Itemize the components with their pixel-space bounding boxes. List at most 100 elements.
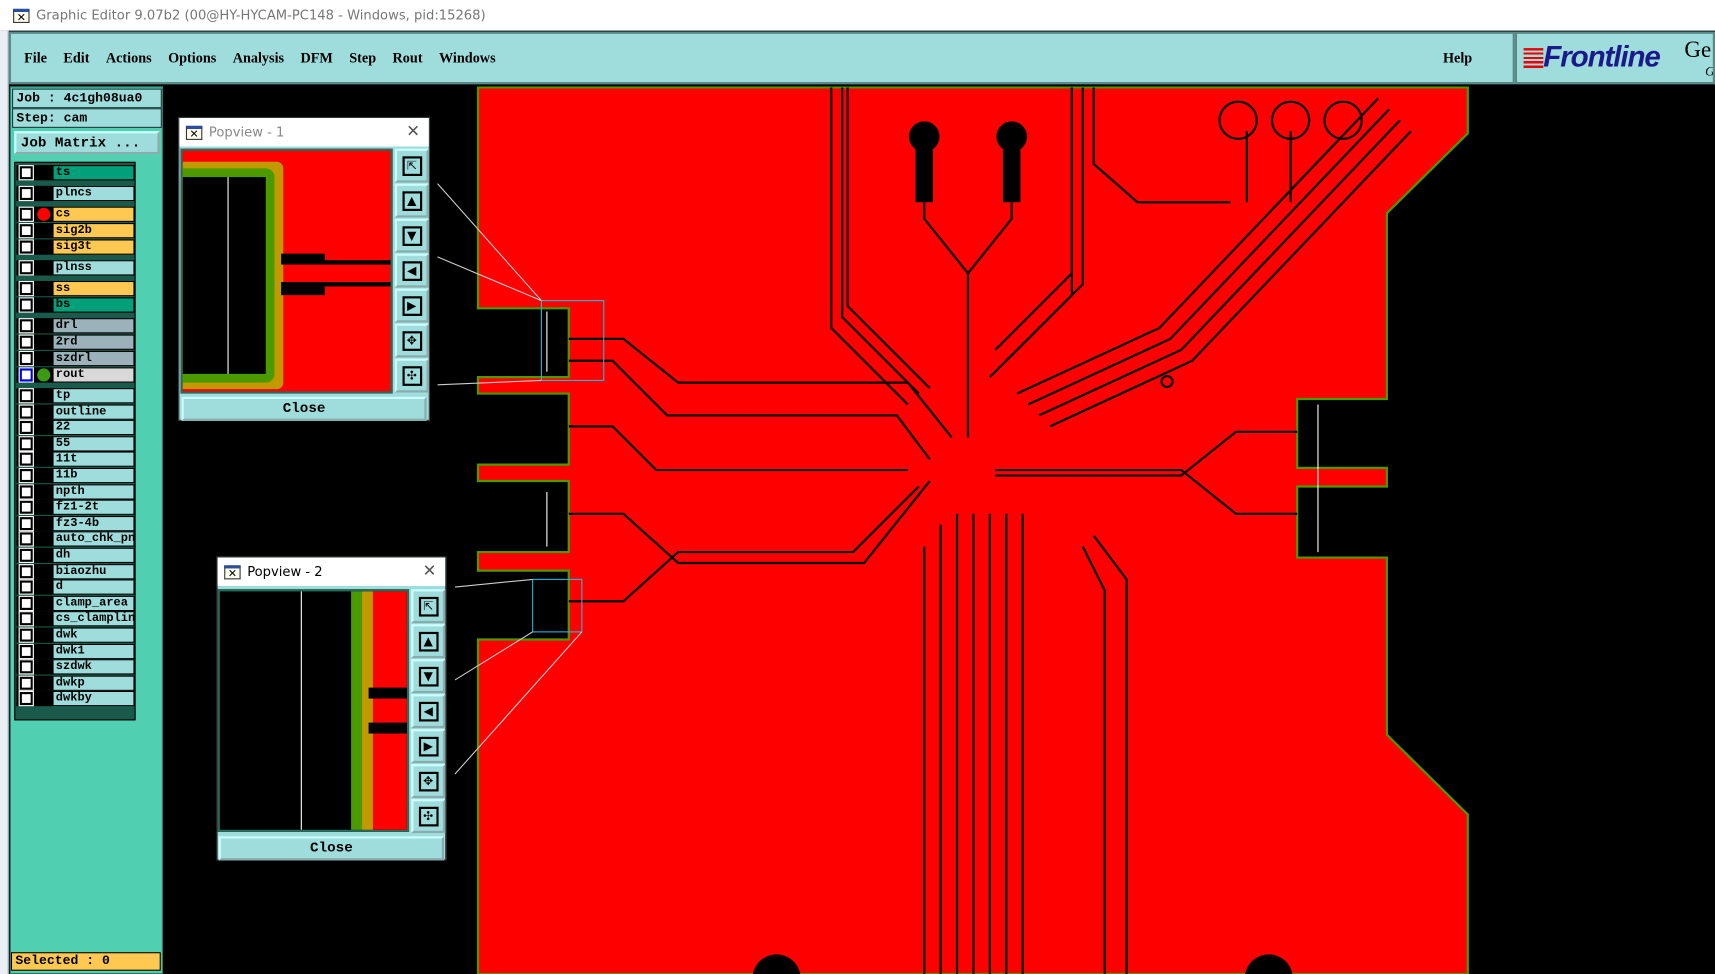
layer-row-22[interactable]: 22 <box>16 419 135 436</box>
layer-row-d[interactable]: d <box>16 579 135 595</box>
layer-checkbox[interactable] <box>18 627 34 643</box>
layer-name[interactable]: 11b <box>52 467 135 484</box>
layer-name[interactable]: plnss <box>52 260 135 276</box>
layer-checkbox[interactable] <box>18 165 34 181</box>
layer-checkbox[interactable] <box>18 531 34 548</box>
layer-row-fz1-2t[interactable]: fz1-2t <box>16 499 135 516</box>
layer-row-biaozhu[interactable]: biaozhu <box>16 563 135 579</box>
layer-checkbox[interactable] <box>18 515 34 532</box>
layer-name[interactable]: sig3t <box>52 239 135 255</box>
layer-row-auto_chk_pnl[interactable]: auto_chk_pnl <box>16 531 135 548</box>
pan-down-button[interactable]: ▼ <box>411 659 446 694</box>
layer-name[interactable]: tp <box>52 388 135 404</box>
layer-checkbox[interactable] <box>18 595 34 611</box>
layer-checkbox[interactable] <box>18 563 34 579</box>
zoom-in-button[interactable]: ✥ <box>411 764 446 799</box>
layer-checkbox[interactable] <box>18 318 34 334</box>
layer-checkbox[interactable] <box>18 467 34 484</box>
layer-name[interactable]: npth <box>52 483 135 500</box>
layer-checkbox[interactable] <box>18 350 34 367</box>
layer-checkbox[interactable] <box>18 206 34 222</box>
layer-checkbox[interactable] <box>18 435 34 452</box>
layer-row-bs[interactable]: bs <box>16 297 135 313</box>
pan-right-button[interactable]: ▶ <box>394 288 429 323</box>
layer-row-dwk[interactable]: dwk <box>16 627 135 643</box>
layer-row-szdwk[interactable]: szdwk <box>16 659 135 675</box>
layer-name[interactable]: dwk1 <box>52 643 135 659</box>
layer-row-plncs[interactable]: plncs <box>16 185 135 202</box>
layer-checkbox[interactable] <box>18 404 34 420</box>
layer-name[interactable]: dh <box>52 547 135 563</box>
layer-row-ts[interactable]: ts <box>16 165 135 181</box>
layer-row-ss[interactable]: ss <box>16 280 135 297</box>
pan-left-button[interactable]: ◀ <box>394 253 429 288</box>
menu-rout[interactable]: Rout <box>392 49 423 66</box>
layer-checkbox[interactable] <box>18 419 34 436</box>
layer-row-npth[interactable]: npth <box>16 483 135 500</box>
layer-name[interactable]: dwk <box>52 627 135 643</box>
layer-row-plnss[interactable]: plnss <box>16 260 135 276</box>
layer-checkbox[interactable] <box>18 547 34 563</box>
zoom-out-button[interactable]: ✣ <box>411 799 446 834</box>
layer-checkbox[interactable] <box>18 239 34 255</box>
menu-step[interactable]: Step <box>349 49 377 66</box>
layer-row-fz3-4b[interactable]: fz3-4b <box>16 515 135 532</box>
layer-checkbox[interactable] <box>18 367 34 383</box>
layer-checkbox[interactable] <box>18 643 34 659</box>
menu-help[interactable]: Help <box>1442 49 1473 66</box>
layer-name[interactable]: cs <box>52 206 135 222</box>
popview-1-close-button[interactable]: Close <box>181 396 427 421</box>
layer-name[interactable]: clamp_area <box>52 595 135 611</box>
zoom-out-button[interactable]: ✣ <box>394 358 429 393</box>
layer-row-11b[interactable]: 11b <box>16 467 135 484</box>
layer-checkbox[interactable] <box>18 334 34 350</box>
layer-row-dwk1[interactable]: dwk1 <box>16 643 135 659</box>
layer-row-55[interactable]: 55 <box>16 435 135 452</box>
layer-name[interactable]: d <box>52 579 135 595</box>
layer-row-2rd[interactable]: 2rd <box>16 334 135 350</box>
close-icon[interactable]: ✕ <box>422 560 437 581</box>
menu-options[interactable]: Options <box>168 49 217 66</box>
layer-checkbox[interactable] <box>18 388 34 404</box>
layer-row-dwkby[interactable]: dwkby <box>16 691 135 707</box>
layer-name[interactable]: szdwk <box>52 659 135 675</box>
layer-name[interactable]: dwkby <box>52 691 135 707</box>
layer-checkbox[interactable] <box>18 675 34 691</box>
layer-name[interactable]: drl <box>52 318 135 334</box>
layer-row-dwkp[interactable]: dwkp <box>16 675 135 691</box>
close-icon[interactable]: ✕ <box>406 121 420 142</box>
popview-2-close-button[interactable]: Close <box>218 836 445 861</box>
layer-checkbox[interactable] <box>18 297 34 313</box>
layer-name[interactable]: fz3-4b <box>52 515 135 532</box>
layer-name[interactable]: fz1-2t <box>52 499 135 516</box>
pan-up-button[interactable]: ▲ <box>411 624 446 659</box>
layer-row-cs[interactable]: cs <box>16 206 135 222</box>
layer-row-cs_clampline[interactable]: cs_clampline <box>16 611 135 627</box>
layer-row-sig2b[interactable]: sig2b <box>16 223 135 239</box>
menu-edit[interactable]: Edit <box>63 49 90 66</box>
menu-dfm[interactable]: DFM <box>300 49 333 66</box>
layer-checkbox[interactable] <box>18 223 34 239</box>
layer-row-rout[interactable]: rout <box>16 367 135 383</box>
layer-name[interactable]: biaozhu <box>52 563 135 579</box>
layer-name[interactable]: 22 <box>52 419 135 436</box>
layer-checkbox[interactable] <box>18 483 34 500</box>
layer-row-drl[interactable]: drl <box>16 318 135 334</box>
layer-name[interactable]: rout <box>52 367 135 383</box>
layer-name[interactable]: szdrl <box>52 350 135 367</box>
pan-right-button[interactable]: ▶ <box>411 729 446 764</box>
layer-checkbox[interactable] <box>18 185 34 202</box>
layer-name[interactable]: 2rd <box>52 334 135 350</box>
job-matrix-button[interactable]: Job Matrix ... <box>14 131 160 155</box>
layer-row-tp[interactable]: tp <box>16 388 135 404</box>
menu-analysis[interactable]: Analysis <box>232 49 285 66</box>
layer-checkbox[interactable] <box>18 260 34 276</box>
menu-actions[interactable]: Actions <box>105 49 152 66</box>
zoom-home-button[interactable]: ⇱ <box>411 589 446 624</box>
pan-left-button[interactable]: ◀ <box>411 694 446 729</box>
layer-checkbox[interactable] <box>18 691 34 707</box>
layer-name[interactable]: auto_chk_pnl <box>52 531 135 548</box>
layer-name[interactable]: plncs <box>52 185 135 202</box>
layer-row-dh[interactable]: dh <box>16 547 135 563</box>
layer-row-outline[interactable]: outline <box>16 404 135 420</box>
